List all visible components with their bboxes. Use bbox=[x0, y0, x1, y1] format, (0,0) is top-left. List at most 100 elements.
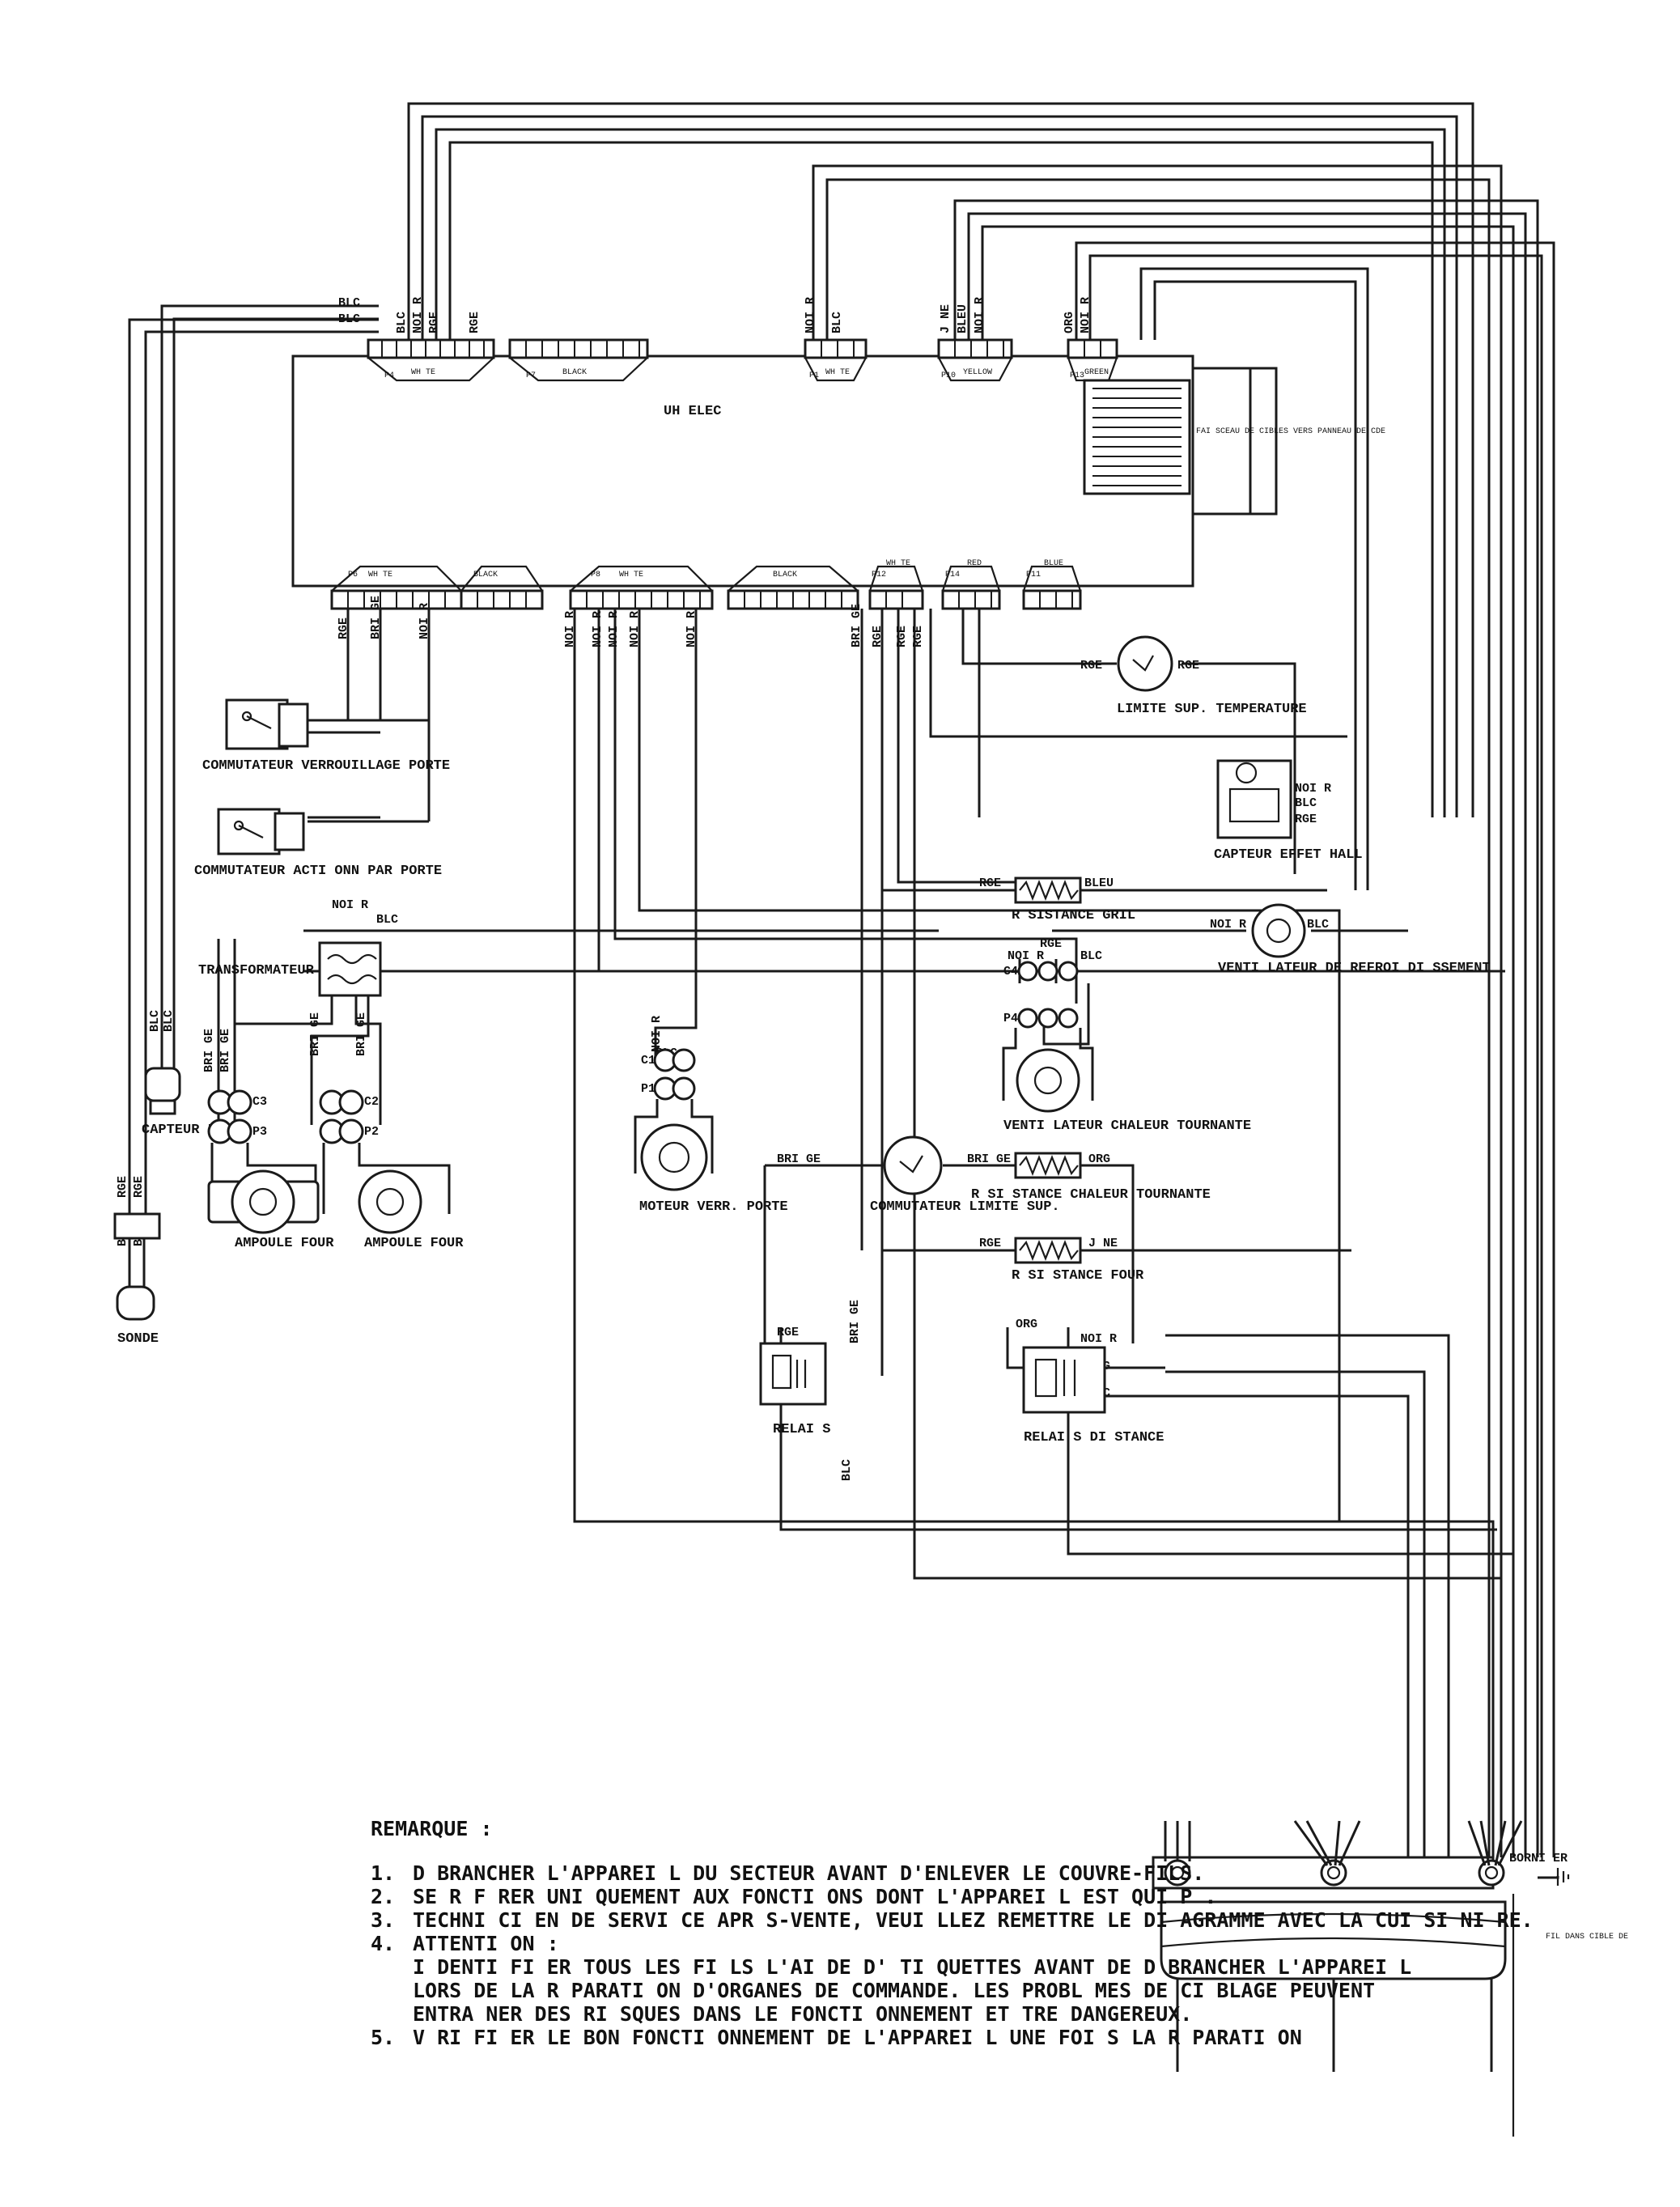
svg-text:RGE: RGE bbox=[979, 876, 1001, 890]
label-p6: P6 bbox=[348, 571, 358, 579]
color-p11: BLUE bbox=[1044, 559, 1063, 568]
high-limit-switch-label: COMMUTATEUR LIMITE SUP. bbox=[870, 1199, 1060, 1215]
lamp1-label: AMPOULE FOUR bbox=[235, 1236, 334, 1251]
connector-p4-top bbox=[367, 338, 495, 359]
note-item: 4. ATTENTI ON : bbox=[371, 1932, 559, 1955]
convection-fan-label: VENTI LATEUR CHALEUR TOURNANTE bbox=[1003, 1118, 1251, 1134]
svg-text:P1: P1 bbox=[641, 1082, 655, 1096]
door-switch: COMMUTATEUR ACTI ONN PAR PORTE bbox=[194, 808, 442, 879]
color-p5: BLACK bbox=[773, 571, 797, 579]
svg-text:RGE: RGE bbox=[911, 626, 925, 647]
svg-text:NOI R: NOI R bbox=[607, 611, 621, 647]
connector-p8-black bbox=[460, 589, 544, 610]
control-board: UH ELEC P4 WH TE P7 BLACK P1 WH TE P10 Y… bbox=[291, 338, 1385, 610]
note-attention-line: I DENTI FI ER TOUS LES FI LS L'AI DE D' … bbox=[413, 1955, 1412, 1979]
svg-text:C3: C3 bbox=[252, 1095, 267, 1109]
svg-text:C4: C4 bbox=[1003, 965, 1018, 978]
svg-text:RGE: RGE bbox=[116, 1176, 129, 1198]
convection-element-label: R SI STANCE CHALEUR TOURNANTE bbox=[971, 1187, 1211, 1203]
svg-text:BRI GE: BRI GE bbox=[369, 596, 383, 639]
svg-text:BLC: BLC bbox=[162, 1010, 176, 1032]
notes-section: REMARQUE : 1. D BRANCHER L'APPAREI L DU … bbox=[371, 1817, 1633, 2049]
svg-text:RGE: RGE bbox=[1295, 813, 1317, 826]
probe: SONDE bbox=[113, 1212, 161, 1347]
svg-text:NOI R: NOI R bbox=[418, 603, 431, 639]
svg-text:BLC: BLC bbox=[1295, 796, 1317, 810]
cooling-fan: VENTI LATEUR DE REFROI DI SSEMENT bbox=[1218, 903, 1491, 976]
lamp2-label: AMPOULE FOUR bbox=[364, 1236, 464, 1251]
notes-title: REMARQUE : bbox=[371, 1817, 493, 1840]
hall-effect-sensor: CAPTEUR EFFET HALL bbox=[1214, 759, 1363, 863]
svg-text:P4: P4 bbox=[1003, 1012, 1018, 1025]
svg-text:RGE: RGE bbox=[895, 626, 909, 647]
svg-text:P3: P3 bbox=[252, 1125, 267, 1139]
note-attention-line: ENTRA NER DES RI SQUES DANS LE FONCTI ON… bbox=[413, 2002, 1193, 2026]
relay-label: RELAI S bbox=[773, 1422, 830, 1437]
svg-text:NOI R: NOI R bbox=[591, 611, 605, 647]
label-p8: P8 bbox=[591, 571, 600, 579]
connector-p14 bbox=[941, 589, 1001, 610]
svg-text:RGE: RGE bbox=[1080, 659, 1102, 673]
door-lock-switch-label: COMMUTATEUR VERROUILLAGE PORTE bbox=[202, 758, 450, 774]
power-cord: FIL DANS CIBLE DE bbox=[1160, 1894, 1628, 2137]
lock-motor-label: MOTEUR VERR. PORTE bbox=[639, 1199, 788, 1215]
bake-element: R SI STANCE FOUR bbox=[1012, 1237, 1144, 1284]
svg-text:NOI R: NOI R bbox=[1008, 949, 1044, 963]
probe-label: SONDE bbox=[117, 1331, 159, 1347]
svg-text:BRI GE: BRI GE bbox=[848, 1300, 862, 1343]
connector-p10 bbox=[937, 338, 1013, 359]
svg-text:ORG: ORG bbox=[1016, 1318, 1037, 1331]
note-item: 2. SE R F RER UNI QUEMENT AUX FONCTI ONS… bbox=[371, 1885, 1217, 1908]
svg-text:RGE: RGE bbox=[871, 626, 885, 647]
svg-text:NOI R: NOI R bbox=[411, 297, 425, 333]
connector-p7 bbox=[508, 338, 649, 359]
svg-text:BRI GE: BRI GE bbox=[777, 1152, 821, 1166]
terminal-block-label: BORNI ER bbox=[1509, 1852, 1568, 1865]
svg-text:J NE: J NE bbox=[1088, 1237, 1118, 1250]
remote-relay-label: RELAI S DI STANCE bbox=[1024, 1430, 1164, 1445]
svg-text:RGE: RGE bbox=[1177, 659, 1199, 673]
svg-text:RGE: RGE bbox=[337, 618, 350, 639]
door-lock-motor: C1 P1 MOTEUR VERR. PORTE bbox=[634, 1048, 788, 1215]
color-p14: RED bbox=[967, 559, 982, 568]
svg-text:ORG: ORG bbox=[1063, 312, 1076, 333]
svg-text:C1: C1 bbox=[641, 1054, 655, 1067]
high-limit-switch: COMMUTATEUR LIMITE SUP. bbox=[870, 1135, 1060, 1215]
svg-text:BLC: BLC bbox=[338, 296, 360, 310]
oven-lamp-left: C3 P3 AMPOULE FOUR bbox=[207, 1089, 334, 1251]
convection-element: R SI STANCE CHALEUR TOURNANTE bbox=[971, 1152, 1211, 1203]
label-p12: P12 bbox=[872, 571, 886, 579]
color-p10: YELLOW bbox=[963, 368, 992, 377]
label-p13: P13 bbox=[1070, 371, 1084, 380]
svg-text:BLC: BLC bbox=[1080, 949, 1102, 963]
board-title: UH ELEC bbox=[664, 404, 721, 419]
svg-text:BRI GE: BRI GE bbox=[850, 604, 863, 647]
color-p4: WH TE bbox=[411, 368, 435, 377]
svg-text:C2: C2 bbox=[364, 1095, 379, 1109]
label-p14: P14 bbox=[945, 571, 960, 579]
svg-text:P2: P2 bbox=[364, 1125, 379, 1139]
label-p1: P1 bbox=[809, 371, 819, 380]
svg-text:NOI R: NOI R bbox=[1295, 782, 1331, 796]
cord-label: FIL DANS CIBLE DE bbox=[1546, 1933, 1628, 1942]
label-p10: P10 bbox=[941, 371, 956, 380]
svg-text:BLEU: BLEU bbox=[1084, 876, 1114, 890]
svg-text:BRI GE: BRI GE bbox=[218, 1029, 232, 1072]
broil-label: R SISTANCE GRIL bbox=[1012, 908, 1135, 923]
svg-text:BLC: BLC bbox=[148, 1010, 162, 1032]
svg-text:BRI GE: BRI GE bbox=[967, 1152, 1011, 1166]
cooling-fan-label: VENTI LATEUR DE REFROI DI SSEMENT bbox=[1218, 961, 1491, 976]
svg-text:ORG: ORG bbox=[1088, 1152, 1110, 1166]
color-p7: BLACK bbox=[562, 368, 587, 377]
color-p12: WH TE bbox=[886, 559, 910, 568]
broil-element: R SISTANCE GRIL bbox=[1012, 876, 1135, 923]
label-p11: P11 bbox=[1026, 571, 1041, 579]
note-item: 5. V RI FI ER LE BON FONCTI ONNEMENT DE … bbox=[371, 2026, 1302, 2049]
svg-text:RGE: RGE bbox=[427, 312, 441, 333]
hall-sensor-label: CAPTEUR EFFET HALL bbox=[1214, 847, 1363, 863]
svg-text:NOI R: NOI R bbox=[1210, 918, 1246, 932]
color-p13: GREEN bbox=[1084, 368, 1109, 377]
svg-text:RGE: RGE bbox=[1040, 937, 1062, 951]
limit-thermostat-label: LIMITE SUP. TEMPERATURE bbox=[1117, 702, 1307, 717]
